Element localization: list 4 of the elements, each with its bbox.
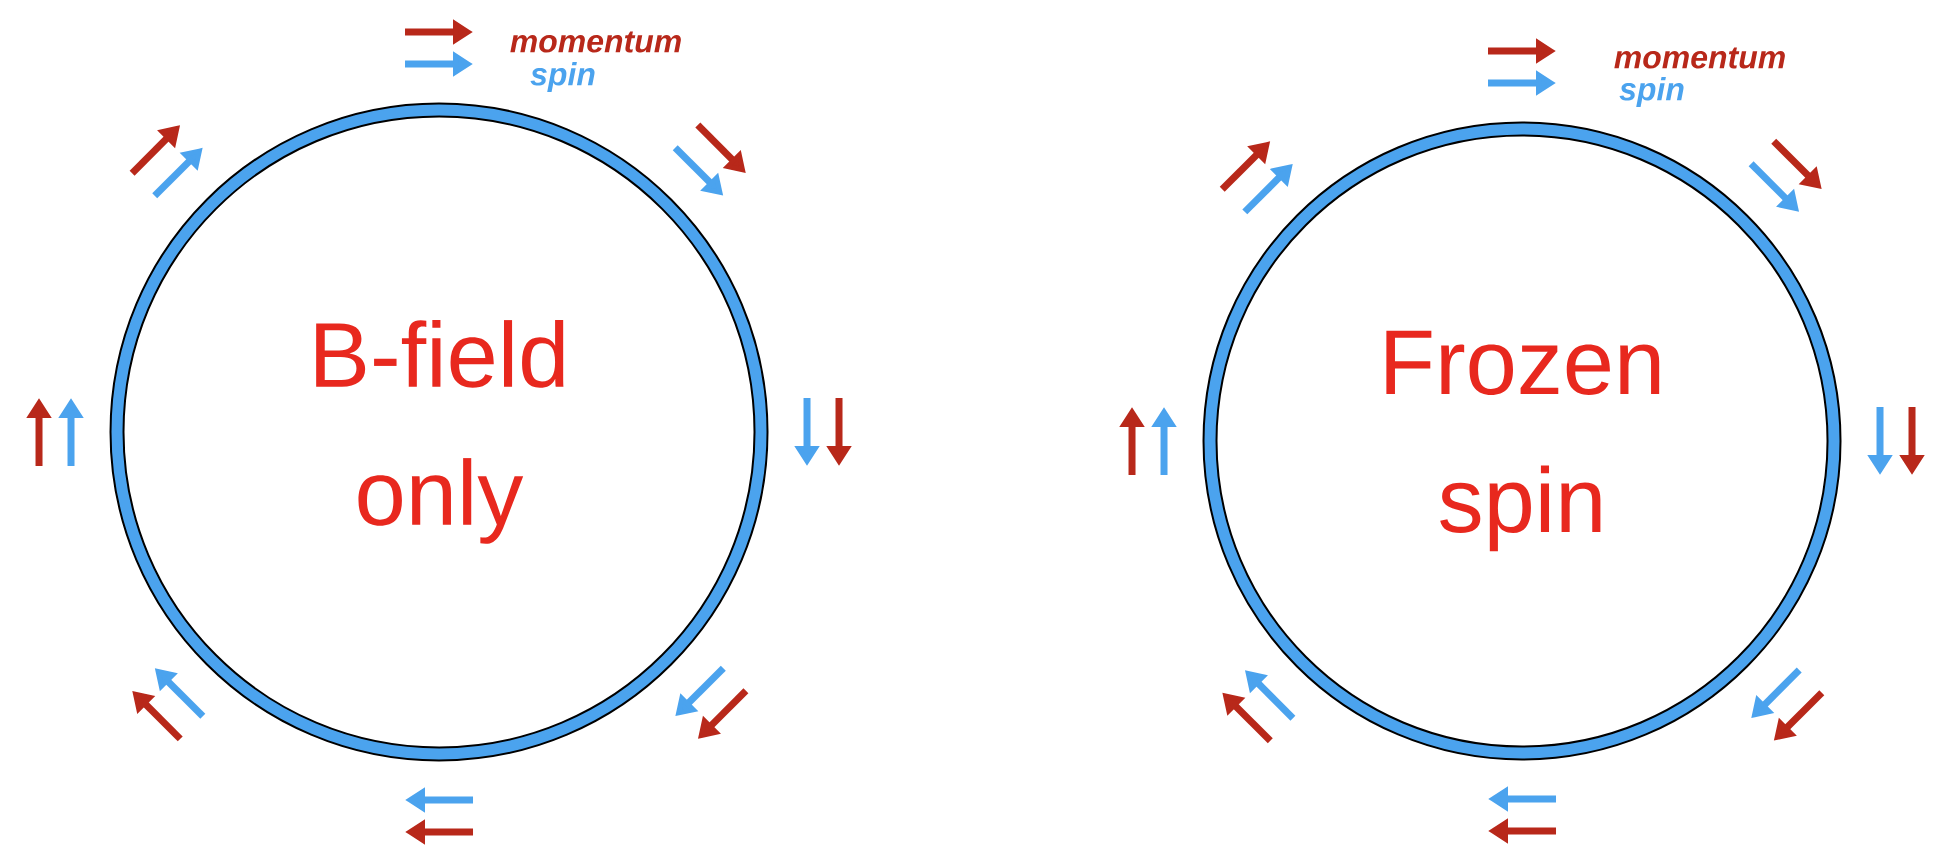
legend-text: momentum (510, 31, 681, 53)
legend-text: momentum (1614, 47, 1785, 69)
ring: B-field only (109, 102, 769, 762)
ring: Frozen spin (1202, 121, 1842, 761)
